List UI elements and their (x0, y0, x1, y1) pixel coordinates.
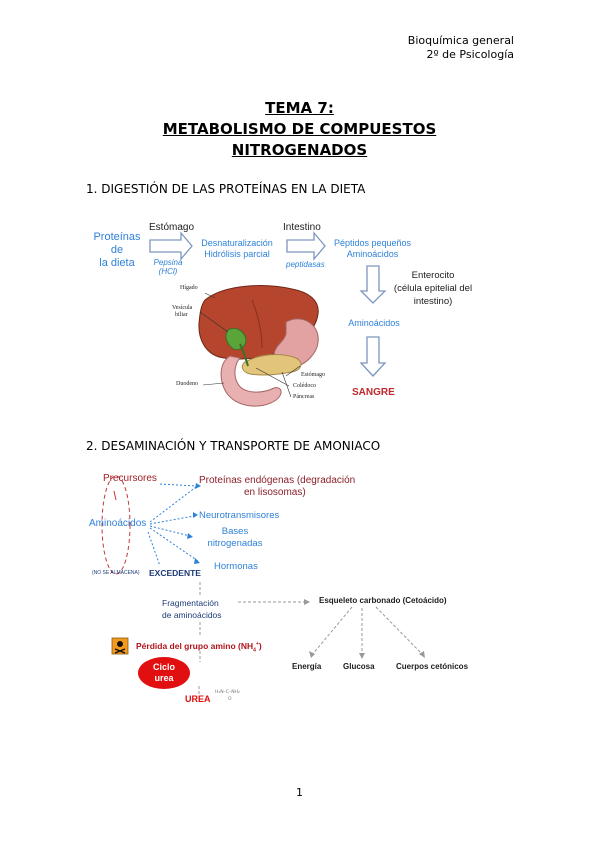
endogenous-proteins-line2: en lisosomas) (244, 487, 306, 498)
amino-group-loss-label: Pérdida del grupo amino (NH4+) (136, 641, 262, 654)
anatomy-gallbladder-line1: Vesícula (172, 305, 193, 311)
ketone-bodies-label: Cuerpos cetónicos (396, 662, 469, 671)
energy-label: Energía (292, 662, 322, 671)
anatomy-liver-label: Hígado (180, 285, 198, 291)
course-name: Bioquímica general (407, 34, 514, 47)
fragmentation-label: Fragmentación de aminoácidos (162, 597, 222, 621)
anatomy-stomach-label: Estómago (301, 372, 325, 378)
excess-label: EXCEDENTE (149, 568, 201, 578)
amino-group-loss-text: Pérdida del grupo amino (NH (136, 641, 254, 651)
urea-cycle-line2: urea (154, 673, 174, 683)
small-peptides-label: Péptidos pequeños Aminoácidos (325, 238, 420, 260)
peptidases-label: peptidasas (286, 260, 325, 269)
urea-cycle-line1: Ciclo (152, 662, 175, 672)
page-title-line3: NITROGENADOS (231, 141, 368, 159)
enterocyte-line3: intestino) (413, 296, 453, 307)
ammonium-subscript: 4 (253, 647, 256, 654)
anatomy-duodenum-label: Duodeno (176, 381, 198, 387)
amino-group-loss-close: ) (258, 641, 262, 651)
denaturation-label: Desnaturalización Hidrólisis parcial (192, 238, 282, 260)
small-peptides-line2: Aminoácidos (346, 249, 399, 259)
hormones-label: Hormonas (214, 561, 258, 572)
anatomy-gallbladder-label: Vesícula biliar (172, 305, 192, 319)
denaturation-line2: Hidrólisis parcial (204, 249, 270, 259)
page-title-line1: TEMA 7: (265, 99, 334, 117)
svg-text:O: O (228, 696, 232, 702)
pepsin-line1: Pepsina (153, 258, 183, 267)
fragmentation-line2: de aminoácidos (162, 610, 222, 620)
enterocyte-line2: (célula epitelial del (393, 283, 473, 294)
denaturation-line1: Desnaturalización (201, 238, 273, 248)
glucose-label: Glucosa (343, 662, 375, 671)
page-title-line2: METABOLISMO DE COMPUESTOS (162, 120, 437, 138)
ammonium-charge: + (255, 641, 259, 648)
enterocyte-label: Enterocito (célula epitelial del intesti… (388, 269, 478, 308)
course-group: 2º de Psicología (426, 48, 515, 61)
svg-text:H₂N–C–NH₂: H₂N–C–NH₂ (215, 689, 240, 695)
dietary-proteins-label: Proteínas de la dieta (90, 231, 144, 270)
endogenous-proteins-label: Proteínas endógenas (degradación en liso… (199, 475, 355, 499)
aminoacids-node: Aminoácidos (89, 518, 147, 529)
neurotransmitters-label: Neurotransmisores (199, 510, 280, 521)
absorbed-aminoacids-label: Aminoácidos (348, 318, 400, 328)
page-number: 1 (296, 786, 303, 799)
stomach-label: Estómago (149, 222, 195, 233)
anatomy-bile-duct-label: Colédoco (293, 383, 316, 389)
small-peptides-line1: Péptidos pequeños (333, 238, 412, 248)
pepsin-line2: (HCl) (158, 267, 178, 276)
intestine-label: Intestino (283, 222, 321, 233)
dietary-proteins-line1: Proteínas (93, 231, 141, 243)
section1-heading: 1. DIGESTIÓN DE LAS PROTEÍNAS EN LA DIET… (86, 182, 366, 196)
toxic-hazard-icon (111, 637, 129, 655)
enterocyte-line1: Enterocito (411, 270, 455, 281)
section2-heading: 2. DESAMINACIÓN Y TRANSPORTE DE AMONIACO (86, 439, 381, 453)
digestive-anatomy-illustration (172, 279, 332, 412)
carbon-skeleton-label: Esqueleto carbonado (Cetoácido) (319, 596, 447, 605)
pepsin-label: Pepsina (HCl) (152, 258, 184, 276)
not-stored-label: (NO SE ALMACENA) (92, 570, 140, 576)
anatomy-pancreas-label: Páncreas (293, 394, 315, 400)
nitrogenous-bases-line1: Bases (221, 526, 249, 537)
precursors-label: Precursores (103, 473, 157, 484)
dietary-proteins-line3: la dieta (99, 257, 135, 269)
nitrogenous-bases-line2: nitrogenadas (207, 538, 263, 549)
urea-label: UREA (185, 694, 211, 704)
fragmentation-line1: Fragmentación (162, 598, 219, 608)
urea-cycle-label: Ciclo urea (140, 662, 188, 684)
anatomy-gallbladder-line2: biliar (175, 312, 188, 318)
blood-label: SANGRE (352, 387, 395, 398)
dietary-proteins-line2: de (110, 244, 124, 256)
nitrogenous-bases-label: Bases nitrogenadas (205, 526, 265, 550)
endogenous-proteins-line1: Proteínas endógenas (degradación (199, 475, 356, 486)
